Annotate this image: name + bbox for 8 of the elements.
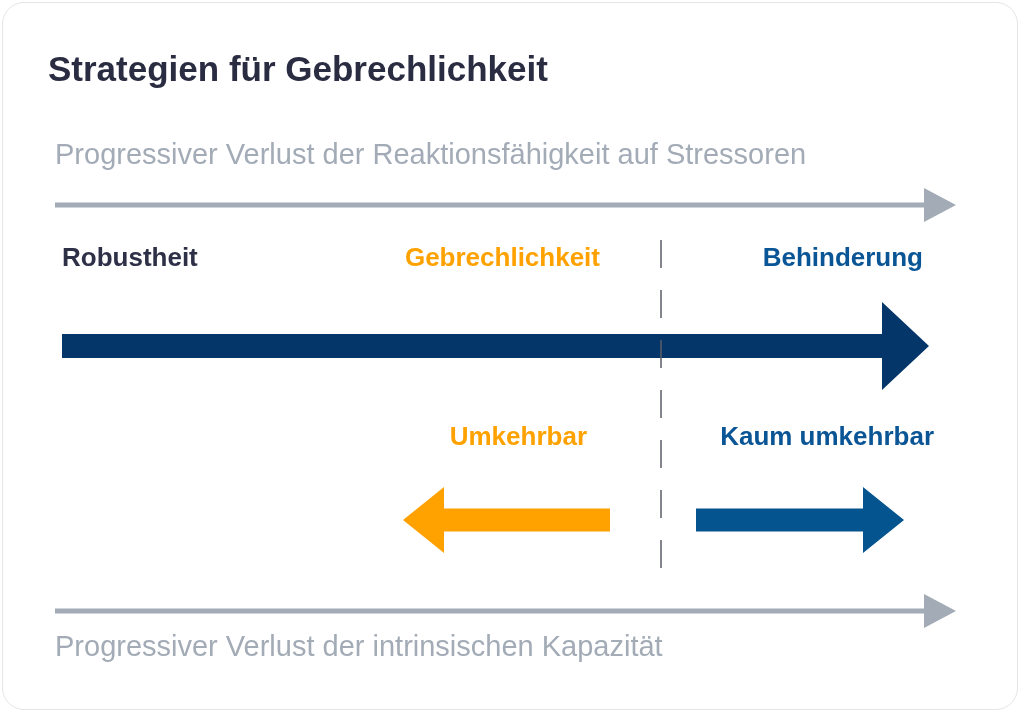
stage-label: Robustheit: [62, 243, 198, 273]
reversibility-label: Umkehrbar: [449, 422, 587, 452]
reversibility-label: Kaum umkehrbar: [720, 422, 934, 452]
axis-label: Progressiver Verlust der intrinsischen Kapazität: [55, 630, 663, 664]
axis-label: Progressiver Verlust der Reaktionsfähigkeit auf Stressoren: [55, 138, 807, 172]
stage-label: Gebrechlichkeit: [404, 243, 600, 273]
title: Strategien für Gebrechlichkeit: [48, 49, 548, 90]
stage-label: Behinderung: [762, 243, 923, 273]
